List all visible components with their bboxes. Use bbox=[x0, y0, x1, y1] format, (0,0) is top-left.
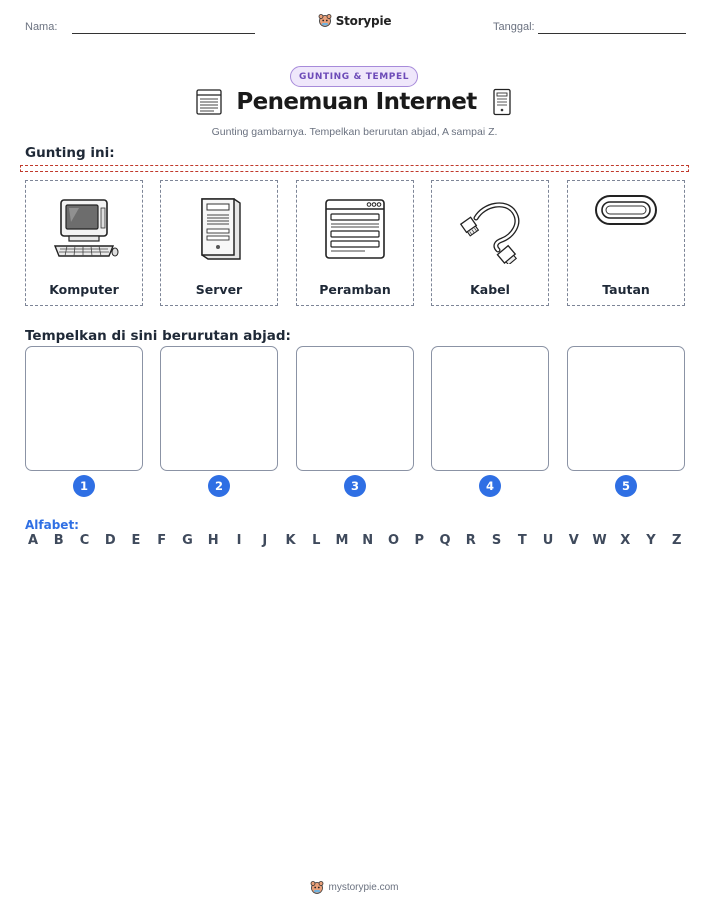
alphabet-letter: E bbox=[131, 533, 141, 548]
alphabet-letter: R bbox=[465, 533, 476, 548]
page-title: Penemuan Internet bbox=[236, 89, 477, 115]
alphabet-letter: B bbox=[53, 533, 64, 548]
alphabet-letter: G bbox=[182, 533, 193, 548]
alphabet-letter: N bbox=[362, 533, 374, 548]
card-label: Peramban bbox=[319, 282, 391, 297]
alphabet-letter: L bbox=[312, 533, 321, 548]
card-label: Komputer bbox=[49, 282, 119, 297]
alphabet-letter: V bbox=[568, 533, 579, 548]
alphabet-letter: U bbox=[542, 533, 554, 548]
card-label: Tautan bbox=[602, 282, 650, 297]
cut-dashed-line bbox=[20, 165, 689, 172]
paste-heading: Tempelkan di sini berurutan abjad: bbox=[25, 328, 291, 344]
storypie-mascot-icon bbox=[318, 14, 332, 27]
alphabet-letter: Y bbox=[646, 533, 656, 548]
brand-logo: Storypie bbox=[0, 13, 709, 28]
alphabet-letter: O bbox=[387, 533, 400, 548]
alphabet-letter: J bbox=[262, 533, 268, 548]
cut-card-komputer[interactable]: Komputer bbox=[25, 180, 143, 306]
alphabet-letter: Z bbox=[672, 533, 682, 548]
card-label: Kabel bbox=[470, 282, 510, 297]
slot-number-badge: 1 bbox=[73, 475, 95, 497]
paste-slot-2[interactable] bbox=[160, 346, 278, 471]
slot-number-badge: 4 bbox=[479, 475, 501, 497]
cut-heading: Gunting ini: bbox=[25, 145, 115, 161]
alphabet-letter: K bbox=[285, 533, 296, 548]
cut-card-kabel[interactable]: Kabel bbox=[431, 180, 549, 306]
paste-slot-4[interactable] bbox=[431, 346, 549, 471]
storypie-mascot-icon bbox=[311, 881, 324, 894]
cut-card-server[interactable]: Server bbox=[160, 180, 278, 306]
alphabet-letter: Q bbox=[439, 533, 451, 548]
paste-slot-5[interactable] bbox=[567, 346, 685, 471]
server-tower-icon bbox=[493, 88, 511, 116]
alphabet-letter: X bbox=[620, 533, 631, 548]
date-write-line[interactable] bbox=[538, 33, 686, 34]
footer-url[interactable]: mystorypie.com bbox=[328, 882, 399, 893]
alphabet-letter: H bbox=[207, 533, 219, 548]
slot-number-badge: 5 bbox=[615, 475, 637, 497]
alphabet-letter: F bbox=[157, 533, 167, 548]
date-label: Tanggal: bbox=[493, 21, 535, 33]
alphabet-title: Alfabet: bbox=[25, 518, 79, 532]
alphabet-letter: P bbox=[414, 533, 425, 548]
browser-window-icon bbox=[196, 89, 222, 115]
card-label: Server bbox=[195, 282, 243, 297]
title-row: Penemuan Internet bbox=[0, 88, 709, 116]
name-label: Nama: bbox=[25, 21, 58, 33]
server-icon bbox=[201, 198, 241, 260]
paste-slot-1[interactable] bbox=[25, 346, 143, 471]
alphabet-letter: T bbox=[517, 533, 527, 548]
alphabet-letter: C bbox=[79, 533, 90, 548]
alphabet-letter: A bbox=[27, 533, 39, 548]
name-write-line[interactable] bbox=[72, 33, 255, 34]
activity-badge: GUNTING & TEMPEL bbox=[290, 66, 418, 87]
slot-number-badge: 3 bbox=[344, 475, 366, 497]
alphabet-letter: M bbox=[335, 533, 349, 548]
alphabet-letter: W bbox=[592, 533, 607, 548]
footer: mystorypie.com bbox=[0, 880, 709, 895]
browser-icon bbox=[325, 199, 385, 259]
cut-card-tautan[interactable]: Tautan bbox=[567, 180, 685, 306]
paste-slot-3[interactable] bbox=[296, 346, 414, 471]
link-icon bbox=[595, 195, 657, 225]
alphabet-letter: I bbox=[236, 533, 242, 548]
instructions: Gunting gambarnya. Tempelkan berurutan a… bbox=[211, 126, 498, 138]
alphabet-letter: D bbox=[104, 533, 116, 548]
alphabet-letter: S bbox=[491, 533, 502, 548]
slot-number-badge: 2 bbox=[208, 475, 230, 497]
cut-card-peramban[interactable]: Peramban bbox=[296, 180, 414, 306]
cable-icon bbox=[459, 202, 520, 264]
computer-icon bbox=[53, 199, 119, 257]
brand-name: Storypie bbox=[335, 13, 392, 28]
